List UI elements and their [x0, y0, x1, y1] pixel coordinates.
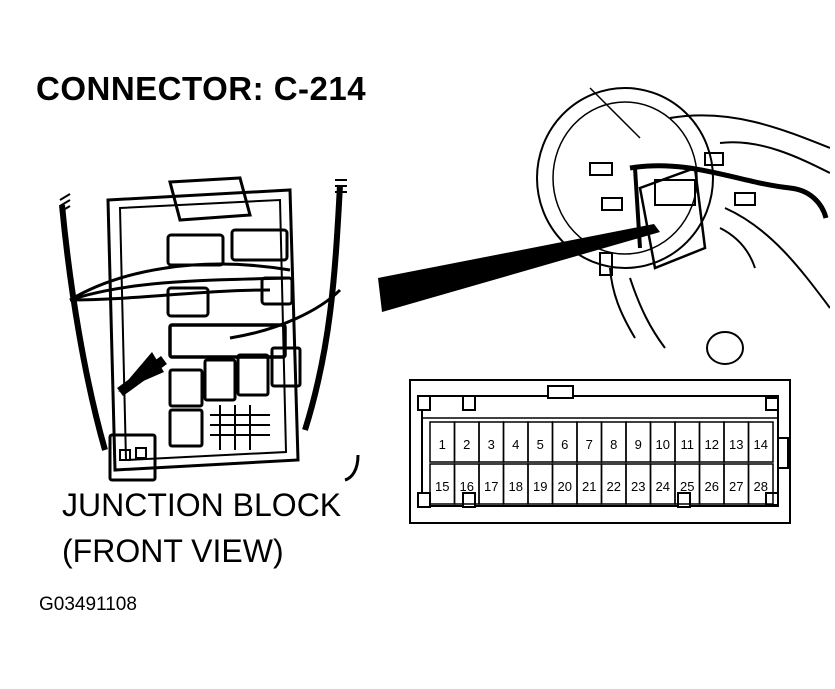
caption-junction-block: JUNCTION BLOCK [62, 487, 342, 523]
caption-front-view: (FRONT VIEW) [62, 533, 284, 569]
pin-number-label: 27 [729, 479, 743, 494]
pin-number-label: 13 [729, 437, 743, 452]
pin-number-label: 2 [463, 437, 470, 452]
pin-number-label: 21 [582, 479, 596, 494]
pin-number-label: 19 [533, 479, 547, 494]
pin-number-label: 15 [435, 479, 449, 494]
pin-number-label: 5 [537, 437, 544, 452]
pin-number-label: 7 [586, 437, 593, 452]
pin-number-label: 23 [631, 479, 645, 494]
figure-id: G03491108 [39, 594, 137, 615]
dashboard-illustration [536, 87, 830, 365]
pin-number-label: 24 [656, 479, 670, 494]
pin-number-label: 9 [635, 437, 642, 452]
pin-number-label: 17 [484, 479, 498, 494]
pin-number-label: 22 [607, 479, 621, 494]
pin-number-label: 28 [754, 479, 768, 494]
location-pointer [378, 224, 660, 312]
pin-cavity [747, 421, 774, 463]
pin-number-label: 1 [439, 437, 446, 452]
pin-number-label: 16 [460, 479, 474, 494]
connector-inner-frame [421, 395, 779, 507]
junction-block-illustration [59, 176, 360, 482]
pin-number-label: 14 [754, 437, 768, 452]
pin-number-label: 8 [610, 437, 617, 452]
connector-outer-housing [409, 379, 791, 524]
pin-number-label: 20 [558, 479, 572, 494]
pin-number-label: 25 [680, 479, 694, 494]
pin-number-label: 10 [656, 437, 670, 452]
connector-title: CONNECTOR: C-214 [36, 70, 367, 107]
connector-top-latch [547, 385, 574, 399]
pin-cavity [747, 463, 774, 505]
pin-number-label: 26 [705, 479, 719, 494]
pin-number-label: 6 [561, 437, 568, 452]
pin-number-label: 3 [488, 437, 495, 452]
pin-number-label: 11 [681, 437, 695, 452]
pin-number-label: 12 [705, 437, 719, 452]
pin-number-label: 18 [509, 479, 523, 494]
pin-number-label: 4 [512, 437, 519, 452]
